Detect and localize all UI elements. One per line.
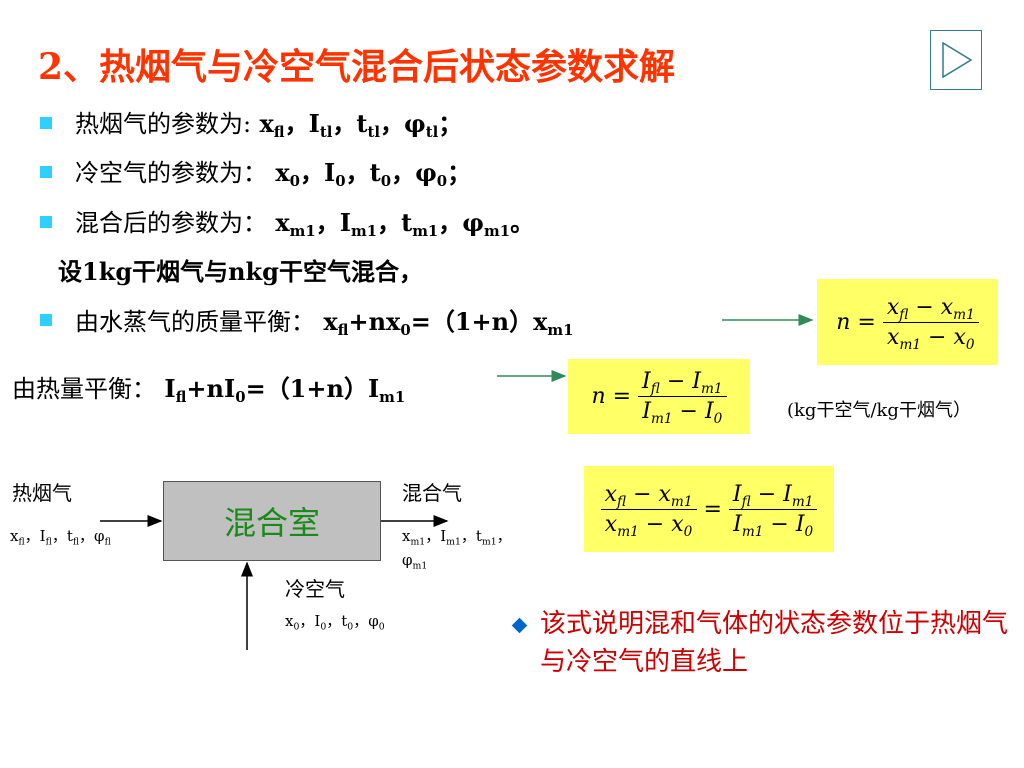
mixed-params-line: 混合后的参数为： xm1，Im1，tm1，φm1。 bbox=[75, 203, 535, 241]
bullet-icon bbox=[40, 216, 52, 228]
hot-gas-params: xfl，Ifl，tfl，φfl bbox=[10, 527, 111, 548]
bullet-params: xfl，Itl，ttl，φtl； bbox=[259, 109, 463, 142]
mixed-gas-label: 混合气 bbox=[402, 481, 462, 505]
heat-balance-label: 由热量平衡： bbox=[12, 375, 156, 403]
bullet-icon bbox=[40, 314, 52, 326]
mixed-gas-params-phi: φm1 bbox=[402, 551, 428, 572]
mixing-chamber-label: 混合室 bbox=[223, 504, 320, 542]
next-slide-button[interactable] bbox=[930, 30, 982, 90]
play-triangle-icon bbox=[942, 41, 973, 79]
page-title: 2、热烟气与冷空气混合后状态参数求解 bbox=[38, 46, 676, 88]
bullet-label: 混合后的参数为： bbox=[75, 209, 267, 237]
hot-gas-label: 热烟气 bbox=[12, 481, 72, 505]
mass-balance-equation: xfl+nx0=（1+n）xm1 bbox=[323, 307, 574, 340]
bullet-label: 热烟气的参数为: bbox=[75, 110, 252, 138]
bullet-icon bbox=[40, 166, 52, 178]
cold-air-params: x0，I0，t0，φ0 bbox=[285, 612, 385, 633]
mass-balance-line: 由水蒸气的质量平衡： xfl+nx0=（1+n）xm1 bbox=[75, 302, 574, 340]
equation-combined: xfl − xm1 xm1 − x0 = Ifl − Im1 Im1 − I0 bbox=[584, 466, 834, 552]
bullet-params: x0，I0，t0，φ0； bbox=[275, 158, 472, 191]
mass-balance-label: 由水蒸气的质量平衡： bbox=[75, 308, 315, 336]
heat-balance-line: 由热量平衡： Ifl+nI0=（1+n）Im1 bbox=[12, 369, 406, 407]
unit-label: (kg干空气/kg干烟气） bbox=[787, 400, 971, 421]
cold-air-label: 冷空气 bbox=[285, 577, 345, 601]
bullet-label: 冷空气的参数为： bbox=[75, 159, 267, 187]
conclusion-note: 该式说明混和气体的状态参数位于热烟气与冷空气的直线上 bbox=[540, 609, 1009, 677]
assumption-line: 设1kg干烟气与nkg干空气混合， bbox=[58, 257, 423, 286]
cold-air-params-line: 冷空气的参数为： x0，I0，t0，φ0； bbox=[75, 153, 472, 191]
mixed-gas-params: xm1，Im1，tm1， bbox=[402, 527, 512, 548]
heat-balance-equation: Ifl+nI0=（1+n）Im1 bbox=[164, 374, 406, 407]
bullet-icon bbox=[40, 117, 52, 129]
mixing-chamber: 混合室 bbox=[163, 481, 381, 561]
hot-gas-params-line: 热烟气的参数为: xfl，Itl，ttl，φtl； bbox=[75, 104, 463, 142]
equation-n-mass: n = xfl − xm1 xm1 − x0 bbox=[817, 279, 998, 365]
bullet-params: xm1，Im1，tm1，φm1。 bbox=[275, 208, 535, 241]
equation-n-heat: n = Ifl − Im1 Im1 − I0 bbox=[568, 359, 750, 434]
